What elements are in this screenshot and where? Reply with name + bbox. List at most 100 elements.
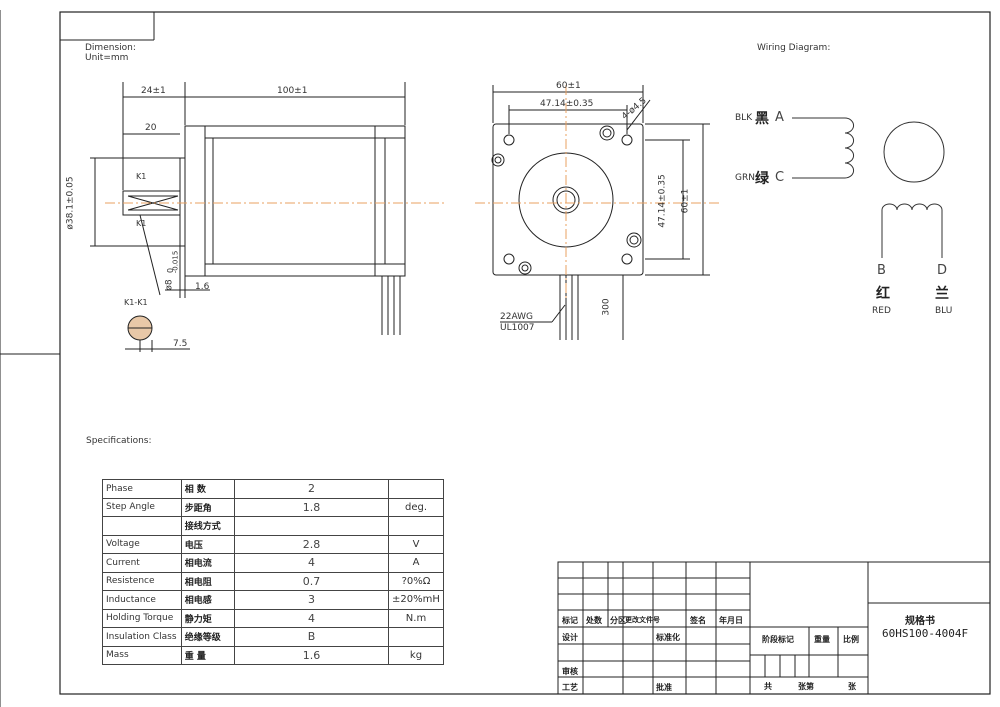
dim-60-top: 60±1 <box>556 81 581 91</box>
section-k1 <box>125 315 190 352</box>
side-view <box>90 82 406 335</box>
tb-review: 审核 <box>562 667 578 676</box>
spec-unit <box>387 479 445 499</box>
title-block <box>557 561 991 695</box>
doc-title: 规格书 <box>905 616 935 627</box>
spec-value: 0.7 <box>233 571 389 591</box>
unit-label: Unit=mm <box>85 53 129 63</box>
wire-red-en: RED <box>872 306 891 316</box>
spec-unit: ±20%mH <box>387 590 445 610</box>
spec-unit: N.m <box>387 608 445 628</box>
section-label: K1-K1 <box>124 298 148 307</box>
dim-4714-side: 47.14±0.35 <box>657 174 668 228</box>
spec-en <box>102 516 182 536</box>
spec-row: 接线方式 <box>102 516 445 536</box>
tb-process: 工艺 <box>562 683 578 692</box>
dim-60-side: 60±1 <box>680 188 691 214</box>
spec-unit <box>387 627 445 647</box>
dim-24: 24±1 <box>141 86 166 96</box>
spec-unit: A <box>387 553 445 573</box>
wire-red-cn: 红 <box>876 286 890 302</box>
spec-value: 2 <box>233 479 389 499</box>
dim-shaft-flange: ø38.1±0.05 <box>65 176 76 230</box>
tb-scale: 比例 <box>843 635 859 644</box>
wire-red-letter: B <box>877 263 886 278</box>
tb-sheet: 张 <box>848 682 856 691</box>
k1-bot-label: K1 <box>136 219 147 228</box>
tb-sign: 签名 <box>690 616 706 625</box>
dim-20: 20 <box>145 123 157 133</box>
dim-shaft: ø8 <box>164 279 175 291</box>
wire-grn-letter: C <box>775 170 785 185</box>
model-number: 60HS100-4004F <box>882 627 969 640</box>
spec-value: 1.8 <box>233 497 389 517</box>
spec-en: Voltage <box>102 534 182 554</box>
spec-en: Mass <box>102 645 182 665</box>
spec-unit <box>387 516 445 536</box>
spec-cn: 接线方式 <box>180 516 235 536</box>
spec-en: Holding Torque <box>102 608 182 628</box>
k1-top-label: K1 <box>136 172 147 181</box>
spec-value: 1.6 <box>233 645 389 665</box>
wiring-diagram <box>792 117 945 258</box>
tb-stage: 阶段标记 <box>762 635 794 644</box>
spec-cn: 相电感 <box>180 590 235 610</box>
tb-weight: 重量 <box>814 635 830 644</box>
spec-cn: 相 数 <box>180 479 235 499</box>
spec-en: Current <box>102 553 182 573</box>
wire-blu-en: BLU <box>935 306 953 316</box>
spec-cn: 相电流 <box>180 553 235 573</box>
spec-en: Phase <box>102 479 182 499</box>
tb-mark: 标记 <box>562 616 578 625</box>
specifications-label: Specifications: <box>86 436 152 446</box>
wire-grn-cn: 绿 <box>755 171 769 187</box>
dim-7-5: 7.5 <box>173 339 188 349</box>
spec-cn: 静力矩 <box>180 608 235 628</box>
spec-cn: 相电阻 <box>180 571 235 591</box>
spec-cn: 绝缘等级 <box>180 627 235 647</box>
ul-label: UL1007 <box>500 323 535 333</box>
tb-count: 处数 <box>586 616 602 625</box>
spec-value: 4 <box>233 553 389 573</box>
wire-blk-en: BLK <box>735 113 753 123</box>
spec-cn: 电压 <box>180 534 235 554</box>
dim-300: 300 <box>601 298 612 316</box>
wiring-label: Wiring Diagram: <box>757 43 831 53</box>
dim-1-6: 1.6 <box>195 282 210 292</box>
spec-en: Insulation Class <box>102 627 182 647</box>
awg-label: 22AWG <box>500 312 533 322</box>
wire-blu-letter: D <box>937 263 948 278</box>
spec-value: 3 <box>233 590 389 610</box>
wire-blk-letter: A <box>775 110 784 125</box>
dim-100: 100±1 <box>277 86 308 96</box>
spec-en: Step Angle <box>102 497 182 517</box>
tb-design: 设计 <box>562 633 578 642</box>
tb-zone: 分区 <box>610 616 626 625</box>
dim-shaft-tol-bot: -0.015 <box>171 250 180 274</box>
spec-unit: V <box>387 534 445 554</box>
tb-sheets: 张第 <box>798 682 814 691</box>
wire-grn-en: GRN <box>735 173 755 183</box>
wire-blk-cn: 黑 <box>755 111 769 127</box>
tb-docno: 更改文件号 <box>625 616 660 624</box>
spec-cn: 步距角 <box>180 497 235 517</box>
dimension-label: Dimension: <box>85 43 136 53</box>
tb-std: 标准化 <box>656 633 680 642</box>
spec-cn: 重 量 <box>180 645 235 665</box>
tb-date: 年月日 <box>719 616 743 625</box>
wire-blu-cn: 兰 <box>935 286 949 302</box>
spec-en: Resistence <box>102 571 182 591</box>
spec-unit: deg. <box>387 497 445 517</box>
spec-value: 4 <box>233 608 389 628</box>
